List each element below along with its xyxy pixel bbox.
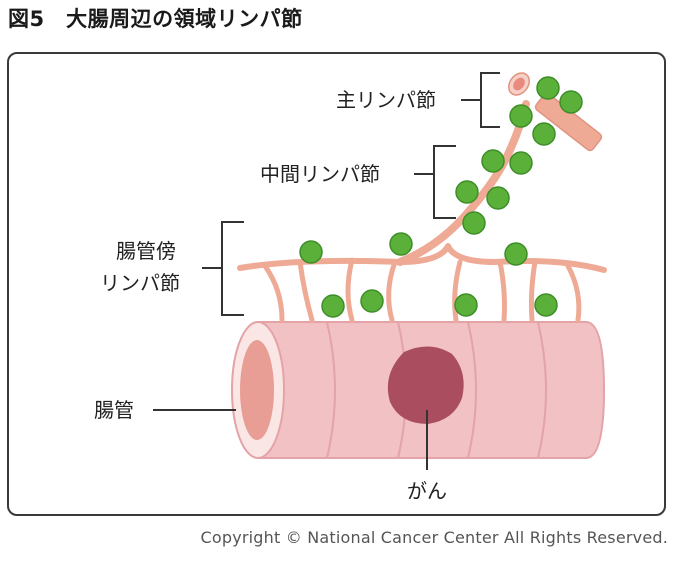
main-vessel-tube <box>508 72 603 152</box>
diagram-frame <box>7 52 666 516</box>
lymph-node <box>532 122 556 146</box>
label-paracolic-line1: 腸管傍 <box>116 239 176 263</box>
lymph-node <box>509 104 533 128</box>
label-cancer: がん <box>407 479 447 503</box>
lymph-node <box>509 151 533 175</box>
lymph-node <box>536 76 560 100</box>
lymph-node <box>486 186 510 210</box>
label-intermediate-lymph-node: 中間リンパ節 <box>260 162 380 186</box>
lymph-node <box>534 293 558 317</box>
lymph-node <box>360 289 384 313</box>
lymph-node <box>504 242 528 266</box>
copyright-notice: Copyright © National Cancer Center All R… <box>200 528 668 547</box>
lymph-node <box>455 180 479 204</box>
lymph-node <box>299 240 323 264</box>
lymph-node <box>321 294 345 318</box>
label-intestine: 腸管 <box>94 398 134 422</box>
label-paracolic-line2: リンパ節 <box>100 271 180 295</box>
lymph-node <box>481 149 505 173</box>
leader-lines <box>153 72 500 470</box>
figure-title: 図5 大腸周辺の領域リンパ節 <box>8 7 303 31</box>
label-main-lymph-node: 主リンパ節 <box>336 88 436 112</box>
lymph-node <box>454 293 478 317</box>
lymph-node <box>462 211 486 235</box>
lymph-node <box>559 90 583 114</box>
lymph-node <box>389 232 413 256</box>
tumor-shape <box>387 346 464 424</box>
lymph-nodes <box>299 76 583 318</box>
